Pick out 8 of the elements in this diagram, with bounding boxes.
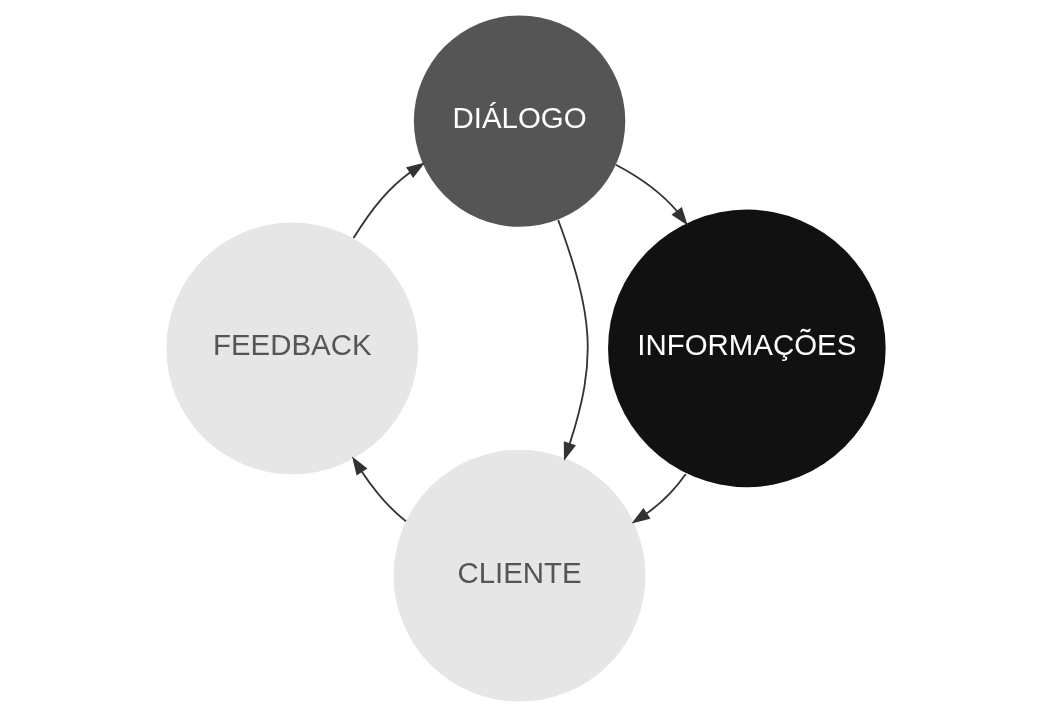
arrow [614,163,688,226]
node-circle: DIÁLOGO [413,15,625,227]
arrow [351,456,407,523]
arrow [631,473,687,524]
arrow [352,162,425,239]
arrow [556,219,589,461]
node-circle: INFORMAÇÕES [607,209,886,488]
node-circle: CLIENTE [393,449,645,702]
